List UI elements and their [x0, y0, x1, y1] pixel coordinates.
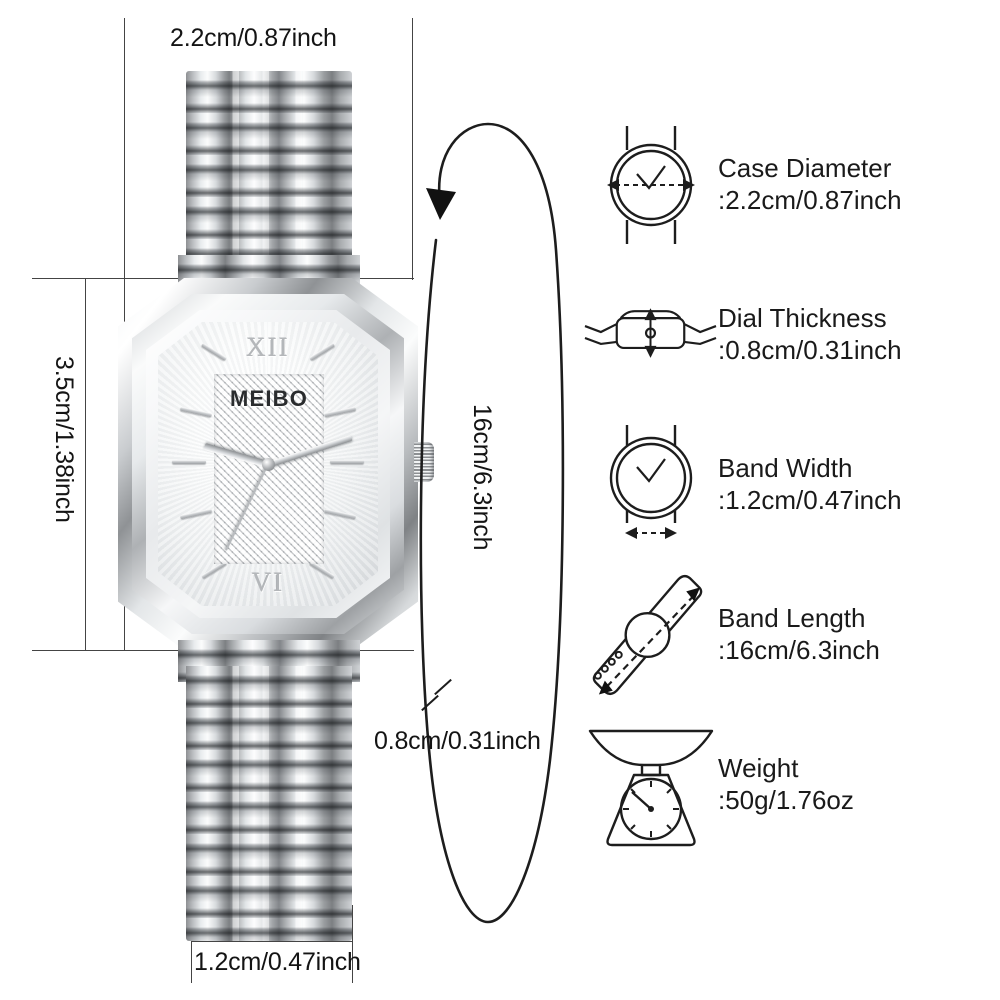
spec-value-band-width: :1.2cm/0.47inch [718, 485, 902, 515]
dial-numeral-xii: XII [246, 332, 290, 362]
spec-text-band-length: Band Length :16cm/6.3inch [718, 603, 880, 666]
product-photo-panel: XII VI MEIBO [32, 18, 565, 983]
brand-logo: MEIBO [229, 386, 309, 411]
spec-name-dial-thickness: Dial Thickness [718, 303, 887, 334]
watch-strap-length-icon [583, 565, 718, 705]
guide-line-left-outer [85, 278, 86, 650]
dial-numeral-vi: VI [251, 567, 285, 597]
spec-row-band-length: Band Length :16cm/6.3inch [583, 560, 1000, 710]
spec-value-case-diameter: :2.2cm/0.87inch [718, 185, 902, 215]
dial-marker-8 [179, 508, 213, 520]
spec-name-weight: Weight [718, 753, 799, 784]
guide-line-top-left [124, 18, 125, 280]
watch-side-thickness-icon [583, 300, 718, 370]
watch-bracelet-lower [186, 666, 352, 941]
dial-marker-10 [179, 406, 213, 418]
watch-case: XII VI MEIBO [118, 278, 434, 650]
spec-value-weight: :50g/1.76oz [718, 785, 854, 815]
spec-row-weight: Weight :50g/1.76oz [583, 710, 1000, 860]
spec-name-band-length: Band Length [718, 603, 866, 634]
dial-marker-2 [323, 406, 357, 418]
spec-row-band-width: Band Width :1.2cm/0.47inch [583, 410, 1000, 560]
spec-row-case-diameter: Case Diameter :2.2cm/0.87inch [583, 110, 1000, 260]
guide-line-bottom-right [352, 905, 353, 983]
spec-name-case-diameter: Case Diameter [718, 153, 892, 184]
guide-line-bottom-left [191, 905, 192, 983]
watch-crown [414, 442, 434, 482]
dim-label-band-length: 16cm/6.3inch [468, 404, 496, 551]
specification-list: Case Diameter :2.2cm/0.87inch [583, 110, 1000, 860]
guide-line-top-right [412, 18, 413, 280]
center-pin [262, 458, 275, 471]
dim-label-case-height: 3.5cm/1.38inch [50, 356, 78, 523]
dial-marker-4 [323, 508, 357, 520]
dim-label-thickness: 0.8cm/0.31inch [374, 727, 541, 755]
spec-name-band-width: Band Width [718, 453, 853, 484]
guide-line-band-bottom [191, 941, 352, 942]
spec-text-weight: Weight :50g/1.76oz [718, 753, 854, 816]
spec-row-dial-thickness: Dial Thickness :0.8cm/0.31inch [583, 260, 1000, 410]
spec-text-band-width: Band Width :1.2cm/0.47inch [718, 453, 902, 516]
kitchen-scale-icon [583, 721, 718, 849]
spec-value-band-length: :16cm/6.3inch [718, 635, 880, 665]
watch-dial: XII VI MEIBO [158, 322, 378, 606]
watch-case-diameter-icon [583, 124, 718, 246]
dial-marker-3 [330, 460, 364, 464]
spec-text-case-diameter: Case Diameter :2.2cm/0.87inch [718, 153, 902, 216]
watch-band-width-icon [583, 423, 718, 547]
dim-label-band-width: 1.2cm/0.47inch [194, 948, 361, 976]
dim-label-case-width: 2.2cm/0.87inch [170, 24, 337, 52]
band-length-loop [419, 122, 565, 924]
bracelet-link-highlights-lower [186, 666, 352, 941]
spec-value-dial-thickness: :0.8cm/0.31inch [718, 335, 902, 365]
dial-marker-9 [172, 460, 206, 464]
spec-text-dial-thickness: Dial Thickness :0.8cm/0.31inch [718, 303, 902, 366]
